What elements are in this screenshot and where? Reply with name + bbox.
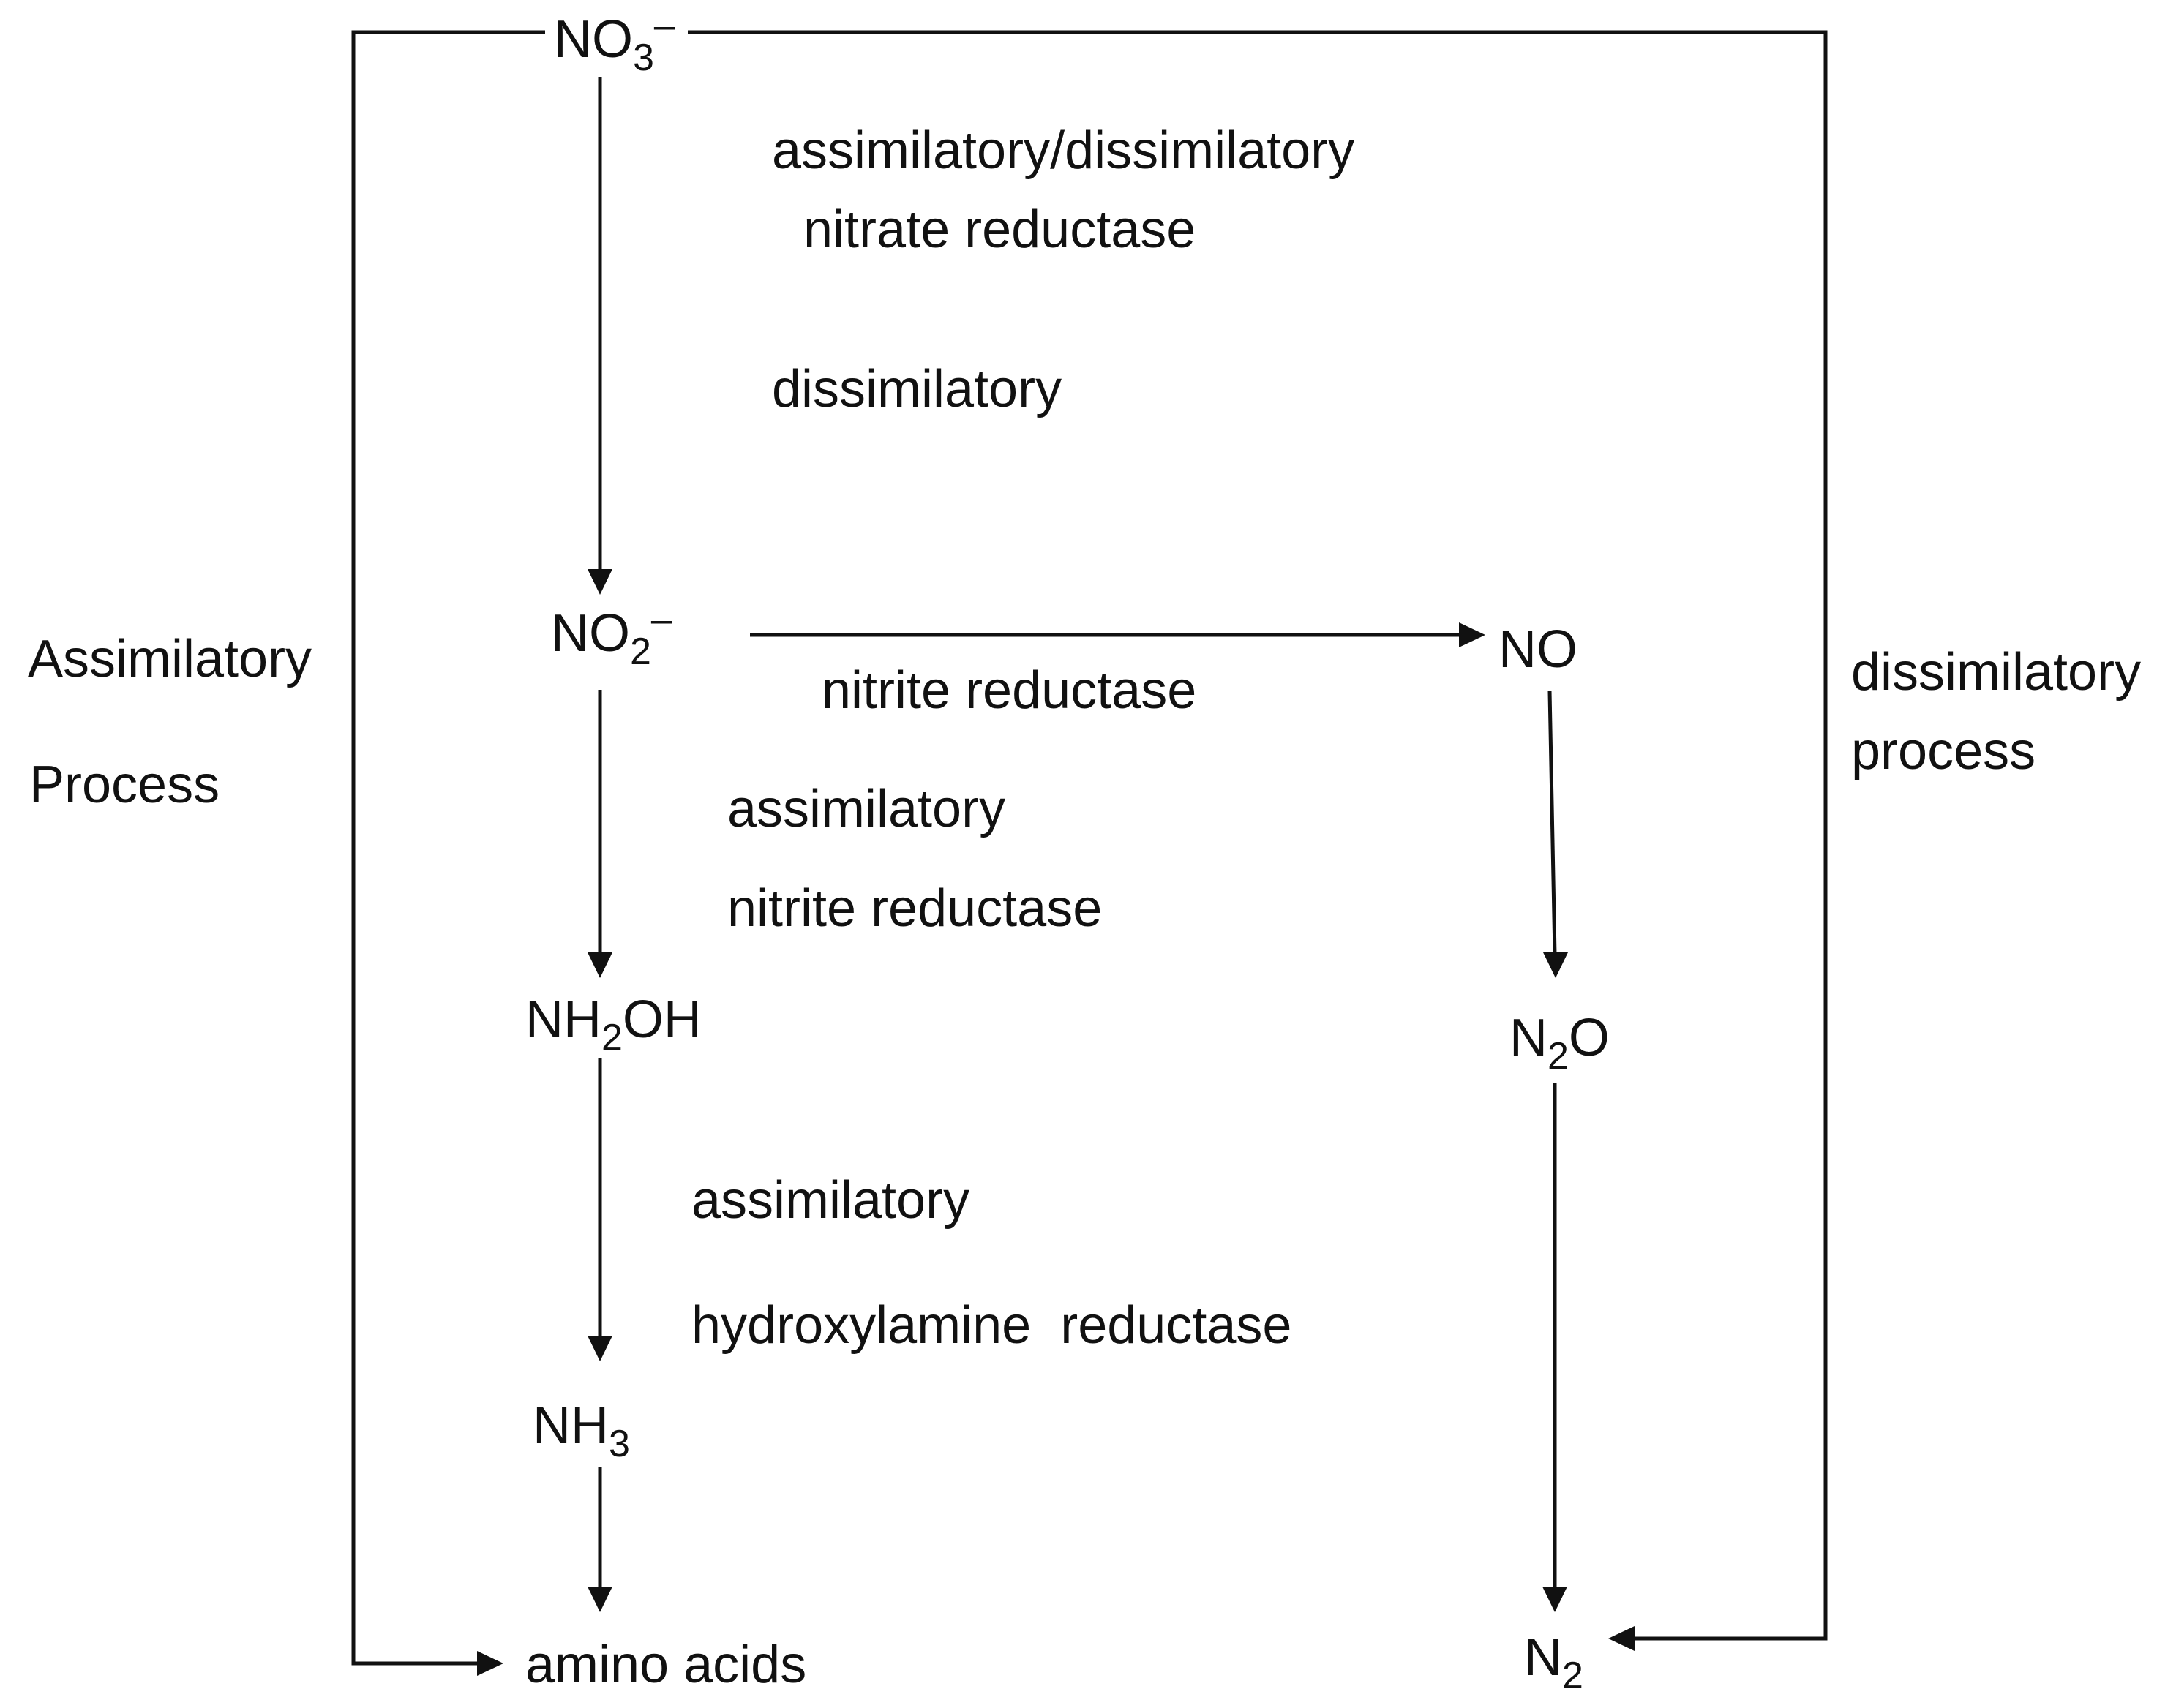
assimilatory-process-bracket bbox=[351, 30, 545, 1666]
dissimilatory-process-label-line2: process bbox=[1851, 722, 2036, 780]
arrowhead-to-amino-acids bbox=[477, 1651, 503, 1676]
arrowhead-to-n2-from-bracket bbox=[1608, 1626, 1635, 1651]
arrowhead-nitrate-to-nitrite bbox=[588, 569, 612, 595]
arrow-no-to-n2o bbox=[1547, 691, 1557, 955]
enzyme-label-dissimilatory: dissimilatory bbox=[772, 360, 1062, 418]
enzyme-label-assimilatory-nitrite-line2: nitrite reductase bbox=[727, 879, 1102, 938]
amino-acids-node: amino acids bbox=[525, 1636, 806, 1694]
nitrite-node: NO2– bbox=[551, 598, 672, 673]
ammonia-node: NH3 bbox=[533, 1396, 630, 1465]
dissimilatory-process-label-line1: dissimilatory bbox=[1851, 643, 2141, 701]
arrowhead-nitrite-to-hydroxylamine bbox=[588, 952, 612, 978]
enzyme-label-nitrate-reductase-line1: assimilatory/dissimilatory bbox=[772, 121, 1354, 180]
nitrous-oxide-node: N2O bbox=[1509, 1009, 1610, 1077]
assimilatory-process-label-line1: Assimilatory bbox=[28, 630, 312, 688]
arrowhead-no-to-n2o bbox=[1543, 952, 1568, 978]
assimilatory-process-label-line2: Process bbox=[29, 756, 220, 814]
enzyme-label-assimilatory-nitrite-line1: assimilatory bbox=[727, 780, 1005, 838]
nitric-oxide-node: NO bbox=[1498, 620, 1577, 679]
enzyme-label-hydroxylamine-line1: assimilatory bbox=[691, 1171, 969, 1230]
arrowhead-hydroxylamine-to-ammonia bbox=[588, 1336, 612, 1361]
enzyme-label-hydroxylamine-line2: hydroxylamine reductase bbox=[691, 1296, 1291, 1355]
arrowhead-n2o-to-n2 bbox=[1542, 1587, 1567, 1612]
dinitrogen-node: N2 bbox=[1524, 1628, 1583, 1697]
enzyme-label-dissimilatory-nitrite-reductase: nitrite reductase bbox=[822, 661, 1196, 720]
nitrate-node: NO3– bbox=[554, 4, 675, 79]
arrowhead-ammonia-to-amino-acids bbox=[588, 1587, 612, 1612]
enzyme-label-nitrate-reductase-line2: nitrate reductase bbox=[803, 200, 1196, 259]
dissimilatory-process-bracket bbox=[688, 30, 1828, 1641]
arrowhead-nitrite-to-no bbox=[1459, 622, 1485, 647]
hydroxylamine-node: NH2OH bbox=[525, 990, 702, 1059]
